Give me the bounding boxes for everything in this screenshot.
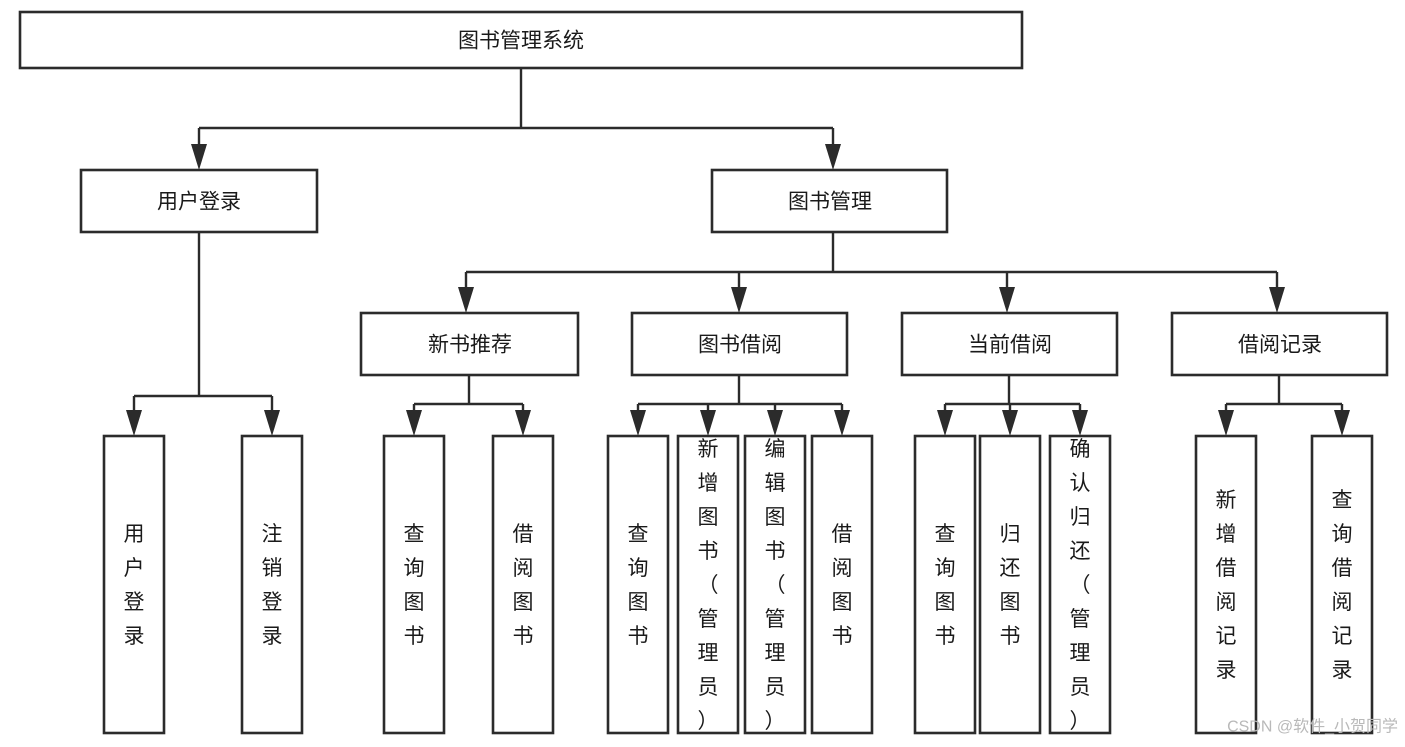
leaf-query-book-2-label: 查询图书 <box>628 523 649 648</box>
arrow-borrow-record-to-leaf-2 <box>1334 410 1350 436</box>
leaf-query-record[interactable]: 查询借阅记录 <box>1310 434 1374 735</box>
node-new-book-rec-label: 新书推荐 <box>428 334 512 357</box>
leaf-borrow-book-1-box[interactable] <box>491 434 555 735</box>
arrow-book-borrow-to-leaf-3 <box>767 410 783 436</box>
arrow-user-login-to-leaf-2 <box>264 410 280 436</box>
node-book-manage-box[interactable] <box>710 168 949 234</box>
leaf-return-book-box[interactable] <box>978 434 1042 735</box>
connector-root-trunk <box>197 68 835 146</box>
leaf-query-book-3-box[interactable] <box>913 434 977 735</box>
leaf-borrow-book-1[interactable]: 借阅图书 <box>491 434 555 735</box>
leaf-user-login-label: 用户登录 <box>124 523 145 648</box>
leaf-add-book-label: 新增图书（管理员） <box>698 438 719 733</box>
node-book-borrow[interactable]: 图书借阅 <box>630 311 849 377</box>
node-user-login[interactable]: 用户登录 <box>79 168 319 234</box>
leaf-edit-book[interactable]: 编辑图书（管理员） <box>743 434 807 735</box>
leaf-query-book-1[interactable]: 查询图书 <box>382 434 446 735</box>
arrow-new-book-rec-to-leaf-1 <box>406 410 422 436</box>
leaf-add-record-label: 新增借阅记录 <box>1216 489 1237 682</box>
leaf-user-login[interactable]: 用户登录 <box>102 434 166 735</box>
node-new-book-rec[interactable]: 新书推荐 <box>359 311 580 377</box>
arrow-current-borrow-to-leaf-2 <box>1002 410 1018 436</box>
leaf-borrow-book-2[interactable]: 借阅图书 <box>810 434 874 735</box>
leaf-return-book[interactable]: 归还图书 <box>978 434 1042 735</box>
arrow-new-book-rec-to-leaf-2 <box>515 410 531 436</box>
node-user-login-label: 用户登录 <box>157 191 241 214</box>
arrow-book-borrow-to-leaf-4 <box>834 410 850 436</box>
leaf-borrow-book-2-label: 借阅图书 <box>832 523 853 648</box>
arrow-book-manage-to-current-borrow <box>999 287 1015 313</box>
arrow-user-login-to-leaf-1 <box>126 410 142 436</box>
node-current-borrow-box[interactable] <box>900 311 1119 377</box>
leaf-user-login-box[interactable] <box>102 434 166 735</box>
arrow-book-manage-to-borrow-record <box>1269 287 1285 313</box>
arrow-current-borrow-to-leaf-3 <box>1072 410 1088 436</box>
node-book-borrow-box[interactable] <box>630 311 849 377</box>
leaf-return-book-label: 归还图书 <box>1000 523 1021 648</box>
leaf-query-book-3[interactable]: 查询图书 <box>913 434 977 735</box>
csdn-watermark: CSDN @软件_小贺同学 <box>1227 718 1398 736</box>
leaf-confirm-return[interactable]: 确认归还（管理员） <box>1048 434 1112 735</box>
leaf-logout-login-label: 注销登录 <box>262 523 283 648</box>
arrow-book-manage-to-new-book-rec <box>458 287 474 313</box>
leaf-query-book-1-label: 查询图书 <box>404 523 425 648</box>
connector-current-borrow-trunk <box>943 375 1082 412</box>
leaf-logout-login[interactable]: 注销登录 <box>240 434 304 735</box>
arrow-borrow-record-to-leaf-1 <box>1218 410 1234 436</box>
node-book-borrow-label: 图书借阅 <box>698 334 782 357</box>
leaf-query-record-label: 查询借阅记录 <box>1332 489 1353 682</box>
node-borrow-record-label: 借阅记录 <box>1238 334 1322 357</box>
arrow-book-borrow-to-leaf-1 <box>630 410 646 436</box>
arrow-root-to-book-manage <box>825 144 841 170</box>
node-user-login-box[interactable] <box>79 168 319 234</box>
leaf-edit-book-box[interactable] <box>743 434 807 735</box>
connector-borrow-record-trunk <box>1224 375 1344 412</box>
node-new-book-rec-box[interactable] <box>359 311 580 377</box>
leaf-query-book-3-label: 查询图书 <box>935 523 956 648</box>
node-book-manage-label: 图书管理 <box>788 191 872 214</box>
leaf-borrow-book-2-box[interactable] <box>810 434 874 735</box>
node-book-manage[interactable]: 图书管理 <box>710 168 949 234</box>
connector-new-book-rec-trunk <box>412 375 525 412</box>
node-root-label: 图书管理系统 <box>458 30 584 53</box>
node-borrow-record[interactable]: 借阅记录 <box>1170 311 1389 377</box>
leaf-edit-book-label: 编辑图书（管理员） <box>765 438 786 733</box>
arrow-current-borrow-to-leaf-1 <box>937 410 953 436</box>
arrow-book-manage-to-book-borrow <box>731 287 747 313</box>
leaf-confirm-return-box[interactable] <box>1048 434 1112 735</box>
leaf-logout-login-box[interactable] <box>240 434 304 735</box>
leaf-add-book[interactable]: 新增图书（管理员） <box>676 434 740 735</box>
connector-user-login-trunk <box>132 232 274 412</box>
node-root-box[interactable] <box>18 10 1024 70</box>
leaf-add-book-box[interactable] <box>676 434 740 735</box>
node-current-borrow[interactable]: 当前借阅 <box>900 311 1119 377</box>
leaf-add-record-box[interactable] <box>1194 434 1258 735</box>
arrow-root-to-user-login <box>191 144 207 170</box>
leaf-borrow-book-1-label: 借阅图书 <box>513 523 534 648</box>
connectors-layer <box>126 68 1350 436</box>
node-borrow-record-box[interactable] <box>1170 311 1389 377</box>
node-current-borrow-label: 当前借阅 <box>968 334 1052 357</box>
leaf-query-book-2[interactable]: 查询图书 <box>606 434 670 735</box>
leaf-add-record[interactable]: 新增借阅记录 <box>1194 434 1258 735</box>
connector-book-borrow-trunk <box>636 375 844 412</box>
leaf-query-record-box[interactable] <box>1310 434 1374 735</box>
connector-book-manage-trunk <box>464 232 1279 290</box>
leaf-confirm-return-label: 确认归还（管理员） <box>1070 438 1091 733</box>
node-root[interactable]: 图书管理系统 <box>18 10 1024 70</box>
leaf-query-book-2-box[interactable] <box>606 434 670 735</box>
leaf-query-book-1-box[interactable] <box>382 434 446 735</box>
arrow-book-borrow-to-leaf-2 <box>700 410 716 436</box>
